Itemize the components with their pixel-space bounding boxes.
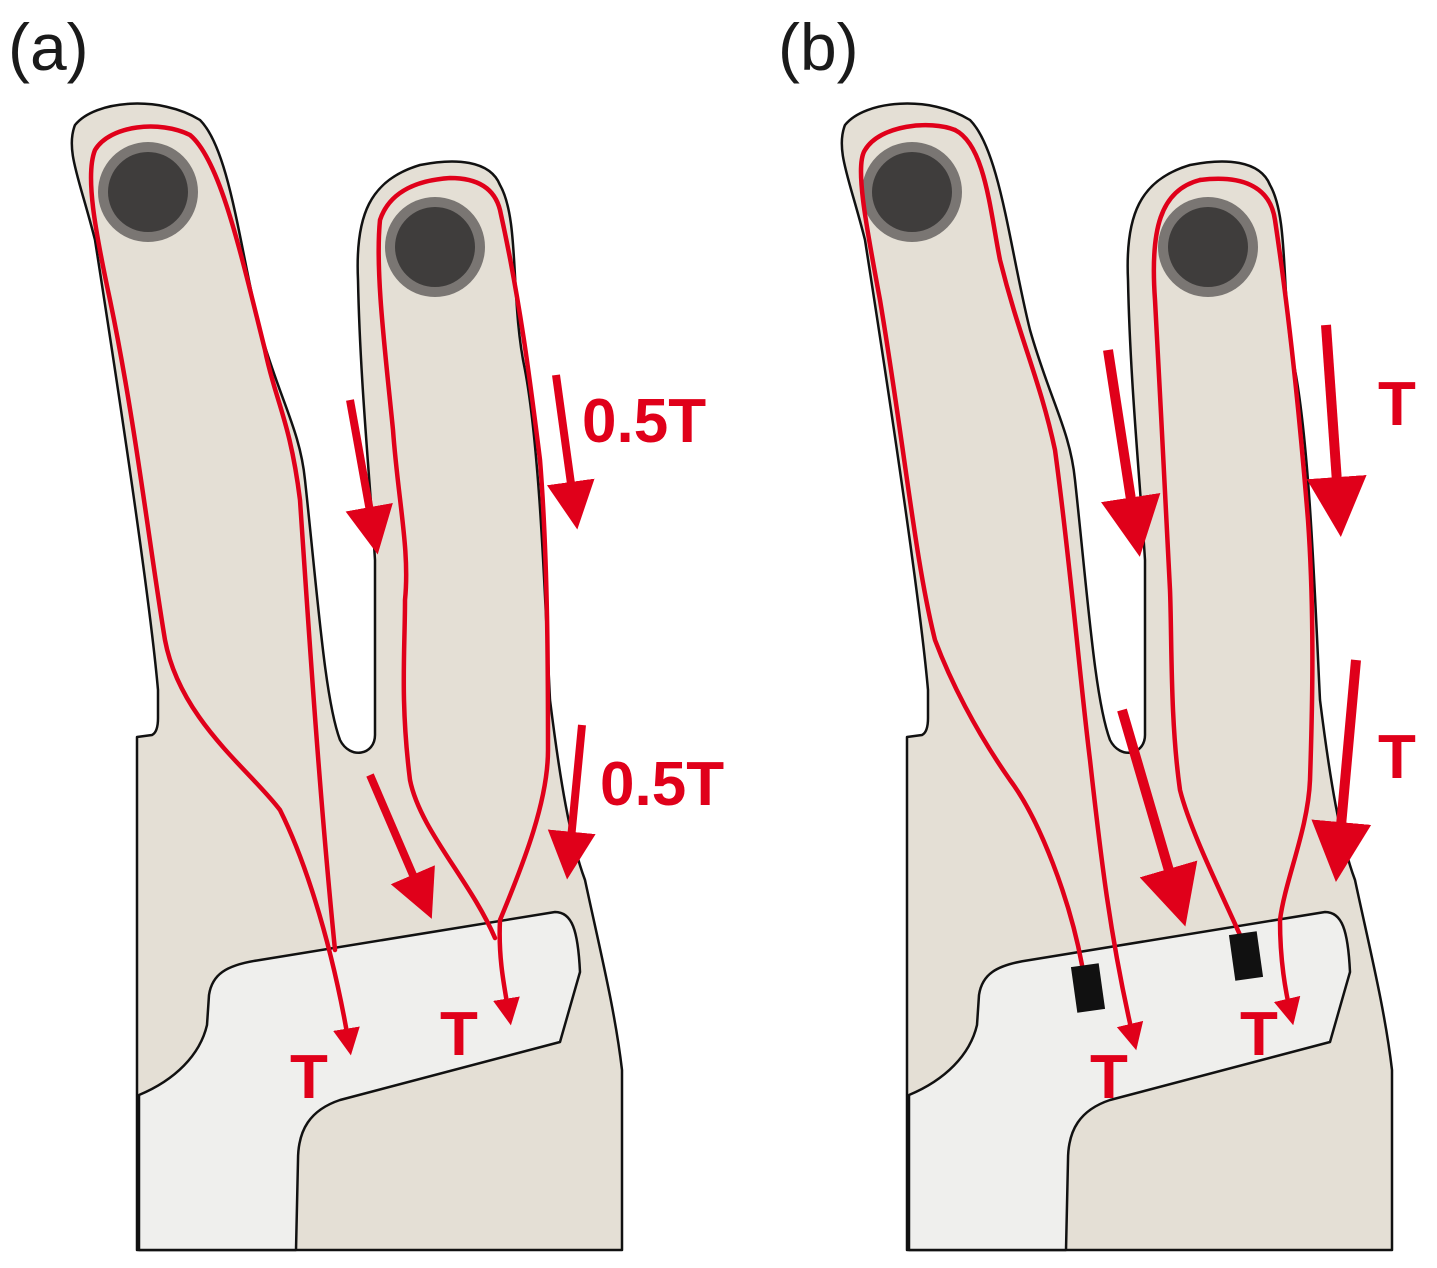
panel-a: (a) 0.5T 0.5T T T [8,10,724,1252]
cable-anchor-right [1228,931,1264,981]
tension-label: T [1240,1000,1278,1069]
base-plate [907,910,1352,1252]
panel-b-label: (b) [778,10,859,84]
force-arrow [366,773,435,919]
tension-label: 0.5T [582,387,706,456]
tendon-cable-right-outer [1151,177,1243,938]
tendon-cable-left-outer [858,123,1085,968]
tension-label: T [1378,723,1416,792]
panel-b: (b) T T T T [778,10,1416,1252]
force-arrow [1311,659,1372,882]
tendon-cable-right [376,175,551,1026]
force-arrow [546,374,595,530]
pulley-inner-right [1168,207,1248,287]
base-plate [137,910,582,1252]
tension-label: T [440,1000,478,1069]
force-arrow [1101,349,1161,557]
pulley-inner-left [872,152,952,232]
tension-label: T [1090,1043,1128,1112]
force-arrow [1117,708,1198,927]
force-arrow [345,399,393,555]
pulley-inner-left [108,152,188,232]
tendon-cable-left [88,124,360,1056]
tension-label: T [1378,370,1416,439]
tendon-cable-right-inner [1197,176,1315,1026]
force-arrow [1306,324,1367,537]
tension-label: 0.5T [600,750,724,819]
pulley-inner-right [395,207,475,287]
tendon-cable-left-inner [952,127,1144,1051]
cable-anchor-left [1070,963,1106,1013]
panel-a-label: (a) [8,10,89,84]
tension-label: T [290,1043,328,1112]
force-arrow [547,724,596,880]
